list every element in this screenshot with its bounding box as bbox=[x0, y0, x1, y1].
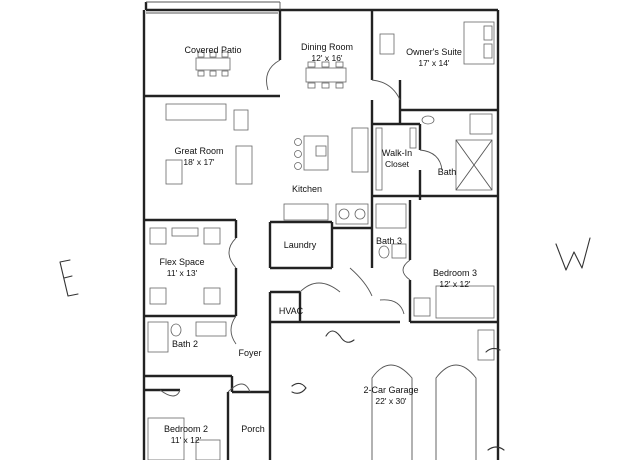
room-label-covered-patio: Covered Patio bbox=[184, 45, 241, 56]
room-label-bedroom-2: Bedroom 2 11' x 12' bbox=[164, 424, 208, 446]
flex-space-name: Flex Space bbox=[159, 257, 205, 267]
room-label-porch: Porch bbox=[241, 424, 265, 435]
room-label-bath: Bath bbox=[438, 167, 457, 178]
room-label-kitchen: Kitchen bbox=[292, 184, 322, 195]
bedroom-2-name: Bedroom 2 bbox=[163, 424, 209, 434]
room-label-bedroom-3: Bedroom 3 12' x 12' bbox=[433, 268, 477, 290]
furniture bbox=[147, 21, 495, 460]
garage-name: 2-Car Garage bbox=[363, 385, 419, 395]
room-label-bath-3: Bath 3 bbox=[376, 236, 402, 247]
handwritten-marks bbox=[59, 237, 591, 451]
room-label-dining-room: Dining Room 12' x 16' bbox=[301, 42, 353, 64]
walk-in-closet-name-line1: Walk-In bbox=[381, 148, 413, 158]
owners-suite-dimensions: 17' x 14' bbox=[418, 58, 450, 68]
bedroom-2-dimensions: 11' x 12' bbox=[170, 435, 202, 445]
bath-name: Bath bbox=[437, 167, 457, 177]
bedroom-3-name: Bedroom 3 bbox=[432, 268, 478, 278]
porch-name: Porch bbox=[241, 424, 265, 434]
room-label-laundry: Laundry bbox=[284, 240, 317, 251]
interior-walls bbox=[144, 10, 498, 460]
exterior-walls bbox=[142, 1, 500, 460]
great-room-dimensions: 18' x 17' bbox=[183, 157, 215, 167]
bath-2-name: Bath 2 bbox=[171, 339, 199, 349]
dining-room-name: Dining Room bbox=[300, 42, 354, 52]
kitchen-name: Kitchen bbox=[291, 184, 323, 194]
room-label-foyer: Foyer bbox=[238, 348, 261, 359]
room-label-owners-suite: Owner's Suite 17' x 14' bbox=[406, 47, 462, 69]
hvac-name: HVAC bbox=[278, 306, 304, 316]
room-label-garage: 2-Car Garage 22' x 30' bbox=[363, 385, 418, 407]
room-label-walk-in-closet: Walk-In Closet bbox=[382, 148, 412, 170]
bath-3-name: Bath 3 bbox=[375, 236, 403, 246]
room-label-hvac: HVAC bbox=[279, 306, 303, 317]
owners-suite-name: Owner's Suite bbox=[406, 47, 462, 57]
flex-space-dimensions: 11' x 13' bbox=[166, 268, 198, 278]
room-label-bath-2: Bath 2 bbox=[172, 339, 198, 350]
laundry-name: Laundry bbox=[283, 240, 317, 250]
room-label-great-room: Great Room 18' x 17' bbox=[174, 146, 223, 168]
room-label-flex-space: Flex Space 11' x 13' bbox=[159, 257, 204, 279]
bedroom-3-dimensions: 12' x 12' bbox=[439, 279, 471, 289]
covered-patio-name: Covered Patio bbox=[184, 45, 242, 55]
foyer-name: Foyer bbox=[238, 348, 262, 358]
walk-in-closet-name-line2: Closet bbox=[384, 159, 410, 169]
door-swings bbox=[159, 59, 443, 397]
great-room-name: Great Room bbox=[174, 146, 224, 156]
garage-dimensions: 22' x 30' bbox=[375, 396, 407, 406]
dining-room-dimensions: 12' x 16' bbox=[311, 53, 343, 63]
